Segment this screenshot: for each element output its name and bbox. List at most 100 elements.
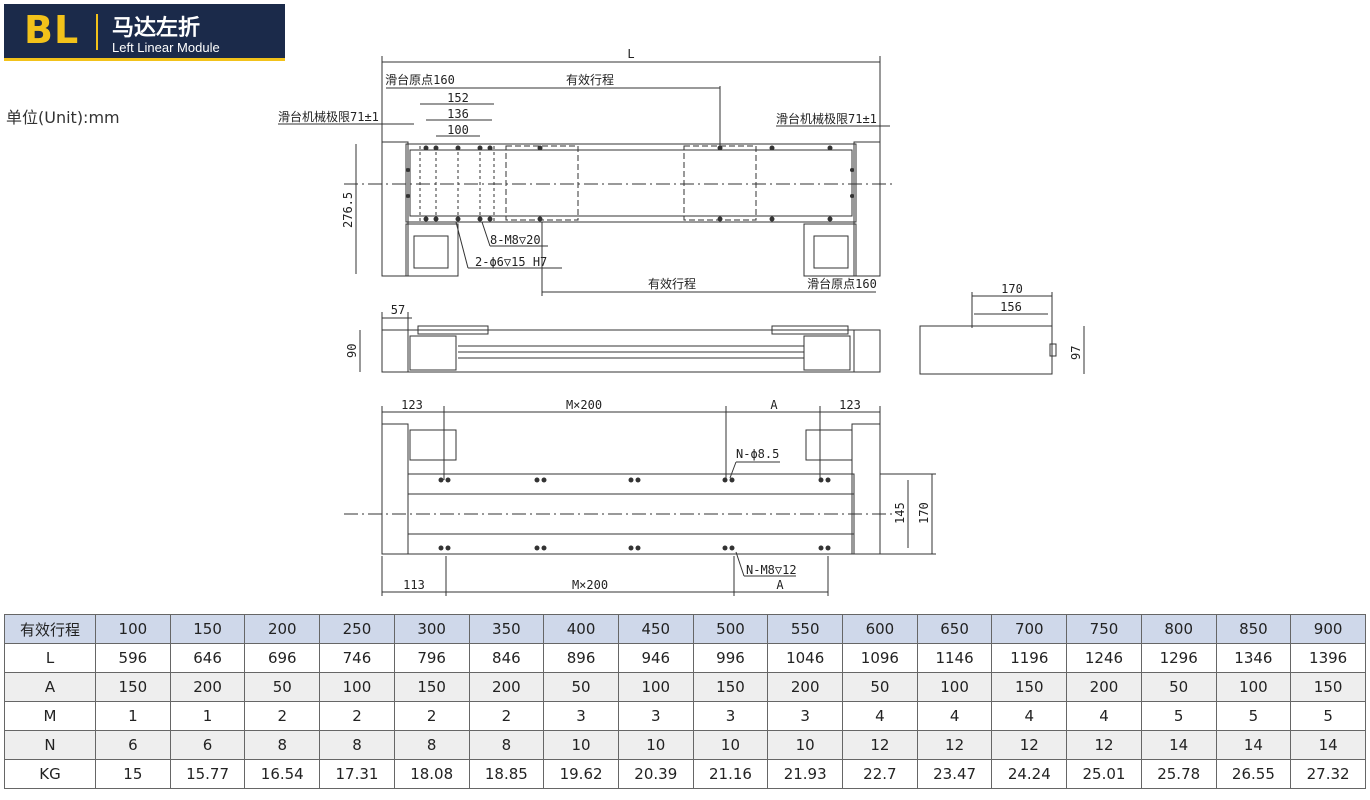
table-cell: 16.54 bbox=[244, 759, 321, 789]
dim-m-x-200-bottom: M×200 bbox=[572, 578, 608, 592]
dim-57: 57 bbox=[391, 303, 405, 317]
banner-divider bbox=[96, 14, 98, 50]
limit-right-label: 滑台机械极限71±1 bbox=[776, 111, 877, 126]
table-cell: 596 bbox=[95, 643, 171, 673]
table-cell: 846 bbox=[468, 643, 545, 673]
table-cell: 796 bbox=[393, 643, 470, 673]
hole-8-m8-label: 8-M8▽20 bbox=[490, 233, 541, 247]
table-cell: 10 bbox=[692, 730, 769, 760]
table-cell: 15.77 bbox=[169, 759, 246, 789]
table-cell: 1 bbox=[169, 701, 246, 731]
dim-L: L bbox=[627, 47, 634, 61]
dim-113: 113 bbox=[403, 578, 425, 592]
row-header: L bbox=[4, 643, 96, 673]
table-cell: 19.62 bbox=[543, 759, 619, 789]
dim-170-bottom: 170 bbox=[917, 502, 931, 524]
table-cell: 1246 bbox=[1066, 643, 1142, 673]
table-cell: 100 bbox=[1215, 672, 1292, 702]
table-cell: 2 bbox=[393, 701, 470, 731]
table-cell: 750 bbox=[1066, 614, 1142, 644]
table-cell: 50 bbox=[842, 672, 918, 702]
table-cell: 4 bbox=[991, 701, 1068, 731]
table-cell: 4 bbox=[916, 701, 993, 731]
table-cell: 100 bbox=[95, 614, 171, 644]
dim-276-5: 276.5 bbox=[341, 192, 355, 228]
top-view: L 滑台原点160 有效行程 152 136 100 滑台机械极限71±1 滑台… bbox=[278, 47, 892, 296]
table-cell: 500 bbox=[692, 614, 769, 644]
table-cell: 350 bbox=[468, 614, 545, 644]
table-cell: 8 bbox=[319, 730, 395, 760]
table-cell: 946 bbox=[617, 643, 694, 673]
table-cell: 1396 bbox=[1290, 643, 1366, 673]
table-cell: 12 bbox=[842, 730, 918, 760]
table-cell: 8 bbox=[468, 730, 545, 760]
table-cell: 2 bbox=[319, 701, 395, 731]
front-view: 57 90 bbox=[345, 303, 881, 373]
table-cell: 900 bbox=[1290, 614, 1366, 644]
hole-n-phi8-5-label: N-ϕ8.5 bbox=[736, 447, 779, 461]
table-cell: 8 bbox=[244, 730, 321, 760]
table-cell: 150 bbox=[692, 672, 769, 702]
table-cell: 600 bbox=[842, 614, 918, 644]
table-cell: 850 bbox=[1215, 614, 1292, 644]
table-cell: 450 bbox=[617, 614, 694, 644]
table-cell: 650 bbox=[916, 614, 993, 644]
table-cell: 150 bbox=[393, 672, 470, 702]
bottom-view: 123 M×200 A 123 N-ϕ8.5 145 bbox=[344, 398, 936, 596]
table-cell: 24.24 bbox=[991, 759, 1068, 789]
dim-a-top: A bbox=[770, 398, 778, 412]
table-cell: 400 bbox=[543, 614, 619, 644]
dim-97: 97 bbox=[1069, 346, 1083, 360]
table-cell: 1096 bbox=[842, 643, 918, 673]
table-cell: 1146 bbox=[916, 643, 993, 673]
table-cell: 550 bbox=[767, 614, 844, 644]
table-cell: 5 bbox=[1140, 701, 1217, 731]
table-cell: 14 bbox=[1140, 730, 1217, 760]
table-cell: 23.47 bbox=[916, 759, 993, 789]
table-cell: 4 bbox=[842, 701, 918, 731]
table-cell: 996 bbox=[692, 643, 769, 673]
table-cell: 700 bbox=[991, 614, 1068, 644]
dim-156: 156 bbox=[1000, 300, 1022, 314]
dim-90: 90 bbox=[345, 344, 359, 358]
table-cell: 14 bbox=[1290, 730, 1366, 760]
model-code: BL bbox=[24, 8, 80, 52]
table-cell: 1046 bbox=[767, 643, 844, 673]
table-cell: 150 bbox=[95, 672, 171, 702]
table-cell: 1 bbox=[95, 701, 171, 731]
table-cell: 200 bbox=[1066, 672, 1142, 702]
table-cell: 250 bbox=[319, 614, 395, 644]
table-cell: 12 bbox=[991, 730, 1068, 760]
table-cell: 3 bbox=[767, 701, 844, 731]
table-cell: 27.32 bbox=[1290, 759, 1366, 789]
table-cell: 150 bbox=[991, 672, 1068, 702]
dim-effective-stroke-bottom: 有效行程 bbox=[648, 276, 696, 291]
table-cell: 12 bbox=[1066, 730, 1142, 760]
title-chinese: 马达左折 bbox=[112, 16, 201, 41]
table-cell: 3 bbox=[617, 701, 694, 731]
table-cell: 200 bbox=[169, 672, 246, 702]
dim-152: 152 bbox=[447, 91, 469, 105]
table-cell: 3 bbox=[543, 701, 619, 731]
table-cell: 150 bbox=[1290, 672, 1366, 702]
row-header: M bbox=[4, 701, 96, 731]
table-cell: 50 bbox=[1140, 672, 1217, 702]
table-cell: 6 bbox=[95, 730, 171, 760]
table-cell: 12 bbox=[916, 730, 993, 760]
table-cell: 1346 bbox=[1215, 643, 1292, 673]
table-cell: 696 bbox=[244, 643, 321, 673]
table-cell: 1196 bbox=[991, 643, 1068, 673]
table-cell: 2 bbox=[244, 701, 321, 731]
table-cell: 50 bbox=[543, 672, 619, 702]
table-cell: 100 bbox=[319, 672, 395, 702]
table-cell: 200 bbox=[767, 672, 844, 702]
table-cell: 5 bbox=[1215, 701, 1292, 731]
row-header: KG bbox=[4, 759, 96, 789]
table-cell: 10 bbox=[767, 730, 844, 760]
table-cell: 100 bbox=[916, 672, 993, 702]
